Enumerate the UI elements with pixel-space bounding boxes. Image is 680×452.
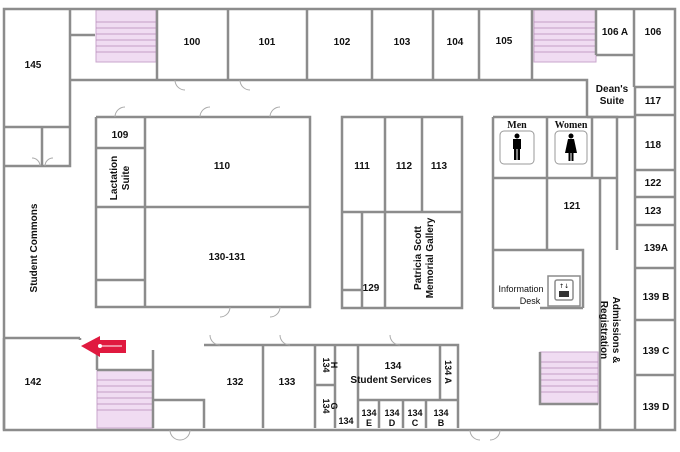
admissions-line1: Admissions & (610, 297, 621, 364)
information-desk-line2: Desk (520, 296, 541, 306)
room-labels: 145 100 101 102 103 104 105 106 A 106 De… (25, 27, 670, 428)
men-restroom-label: Men (507, 120, 527, 131)
deans-suite-line1: Dean's (596, 84, 629, 95)
women-restroom-icon (554, 130, 588, 165)
room-134g-line2: G (329, 402, 339, 409)
room-117: 117 (645, 96, 662, 107)
room-105: 105 (496, 36, 513, 47)
room-110: 110 (214, 161, 231, 172)
room-122: 122 (645, 178, 662, 189)
women-restroom-label: Women (555, 120, 588, 131)
room-111: 111 (354, 161, 370, 172)
doors (31, 79, 501, 441)
men-restroom-icon (499, 130, 535, 165)
room-134a: 134 A (443, 360, 453, 384)
room-134e-line1: 134 (361, 408, 376, 418)
room-104: 104 (447, 37, 464, 48)
room-102: 102 (334, 37, 351, 48)
room-134e-line2: E (366, 418, 372, 428)
room-134d-line1: 134 (384, 408, 399, 418)
room-129: 129 (363, 283, 380, 294)
room-109: 109 (112, 130, 129, 141)
room-132: 132 (227, 377, 244, 388)
room-139c: 139 C (643, 346, 670, 357)
room-118: 118 (645, 140, 662, 151)
room-100: 100 (184, 37, 201, 48)
student-services-label: Student Services (350, 375, 432, 386)
room-134: 134 (385, 361, 402, 372)
lactation-suite-line2: Suite (121, 165, 132, 190)
room-113: 113 (431, 161, 448, 172)
room-134c-line2: C (412, 418, 419, 428)
walls (2, 7, 677, 432)
room-134g-line1: 134 (321, 398, 331, 413)
deans-suite-line2: Suite (600, 96, 625, 107)
information-desk-line1: Information (498, 284, 543, 294)
stairs-icon (95, 9, 599, 429)
gallery-line2: Memorial Gallery (425, 217, 436, 298)
room-139b: 139 B (643, 292, 670, 303)
lactation-suite-line1: Lactation (109, 156, 120, 200)
room-134c-line1: 134 (407, 408, 422, 418)
room-123: 123 (645, 206, 662, 217)
room-139a: 139A (644, 243, 668, 254)
elevator-icon: ↑↓ (559, 283, 569, 297)
room-134h-line2: H (329, 362, 339, 369)
room-133: 133 (279, 377, 296, 388)
room-121: 121 (564, 201, 581, 212)
svg-text:↑↓: ↑↓ (559, 283, 569, 290)
room-134b-line1: 134 (433, 408, 448, 418)
room-134-small: 134 (338, 416, 353, 426)
room-130-131: 130-131 (209, 252, 246, 263)
gallery-line1: Patricia Scott (413, 225, 424, 290)
room-145: 145 (25, 60, 42, 71)
student-commons-label: Student Commons (29, 203, 40, 292)
room-106a: 106 A (602, 27, 628, 38)
room-101: 101 (259, 37, 276, 48)
you-are-here-arrow-icon (81, 336, 126, 357)
room-139d: 139 D (643, 402, 670, 413)
room-106: 106 (645, 27, 662, 38)
room-112: 112 (396, 161, 413, 172)
room-134b-line2: B (438, 418, 445, 428)
admissions-line2: Registration (598, 301, 609, 359)
room-142: 142 (25, 377, 42, 388)
room-103: 103 (394, 37, 411, 48)
room-134d-line2: D (389, 418, 396, 428)
room-134h-line1: 134 (321, 357, 331, 372)
